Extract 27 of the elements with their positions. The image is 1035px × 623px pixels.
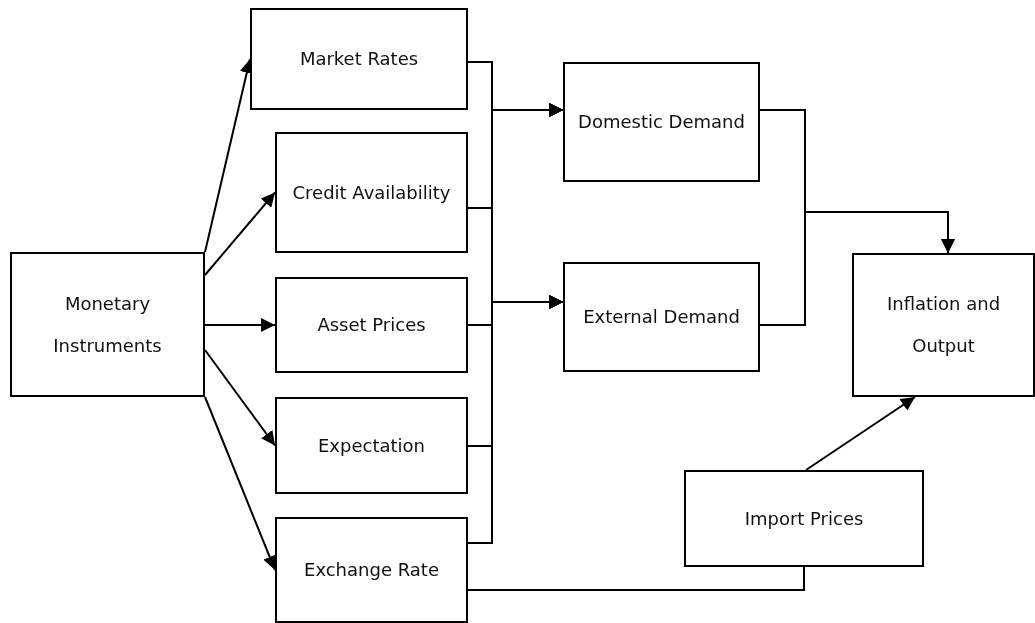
process-box [275, 132, 468, 253]
process-box [275, 397, 468, 494]
box-label: External Demand [583, 305, 740, 329]
box-label: Import Prices [744, 506, 864, 531]
process-box [563, 262, 760, 372]
arrow [204, 349, 276, 447]
process-box [10, 252, 205, 397]
box-label: Credit Availability [292, 180, 451, 205]
box-label: Market Rates [299, 47, 419, 71]
arrow [204, 191, 276, 276]
arrow [759, 211, 955, 326]
arrow [204, 396, 277, 571]
arrow [805, 396, 916, 471]
process-box [684, 470, 924, 567]
process-box [250, 8, 468, 110]
arrow [204, 318, 276, 332]
box-label: Inflation and Output [885, 292, 1002, 358]
process-box [275, 277, 468, 373]
arrow [467, 295, 564, 544]
box-label: Asset Prices [317, 313, 426, 337]
process-box [275, 517, 468, 623]
box-label: Exchange Rate [304, 558, 439, 582]
box-label: Monetary Instruments [52, 291, 163, 358]
process-box [563, 62, 760, 182]
box-label: Domestic Demand [578, 110, 745, 134]
process-box [852, 253, 1035, 397]
box-label: Expectation [318, 433, 425, 458]
